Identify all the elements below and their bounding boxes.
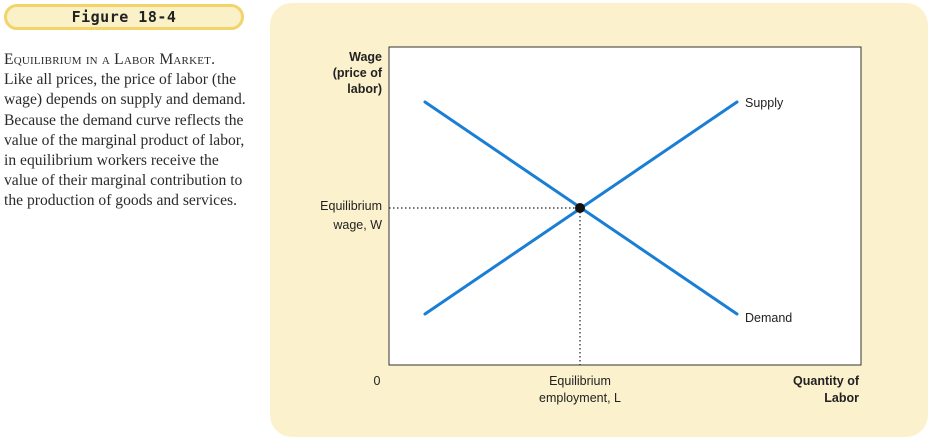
demand-label: Demand [745, 311, 792, 325]
supply-label: Supply [745, 96, 784, 110]
equilibrium-employment-label-line-2: employment, L [539, 391, 621, 405]
plot-area [388, 46, 862, 366]
figure-label: Figure 18-4 [4, 4, 244, 30]
equilibrium-wage-label-line-1: Equilibrium [320, 199, 382, 213]
y-axis-label-line-1: Wage [349, 50, 382, 64]
figure-caption: Equilibrium in a Labor Market. Like all … [4, 50, 254, 212]
x-axis-label-line-1: Quantity of [793, 374, 860, 388]
equilibrium-employment-label-line-1: Equilibrium [549, 374, 611, 388]
x-axis-label-line-2: Labor [824, 391, 859, 405]
y-axis-label-line-2: (price of [333, 66, 383, 80]
origin-label: 0 [374, 374, 381, 388]
caption-title: Equilibrium in a Labor Market. [4, 51, 216, 68]
y-axis-label-line-3: labor) [347, 82, 382, 96]
caption-body: Like all prices, the price of labor (the… [4, 71, 246, 210]
equilibrium-wage-label-line-2: wage, W [332, 218, 382, 232]
equilibrium-point [575, 203, 585, 213]
